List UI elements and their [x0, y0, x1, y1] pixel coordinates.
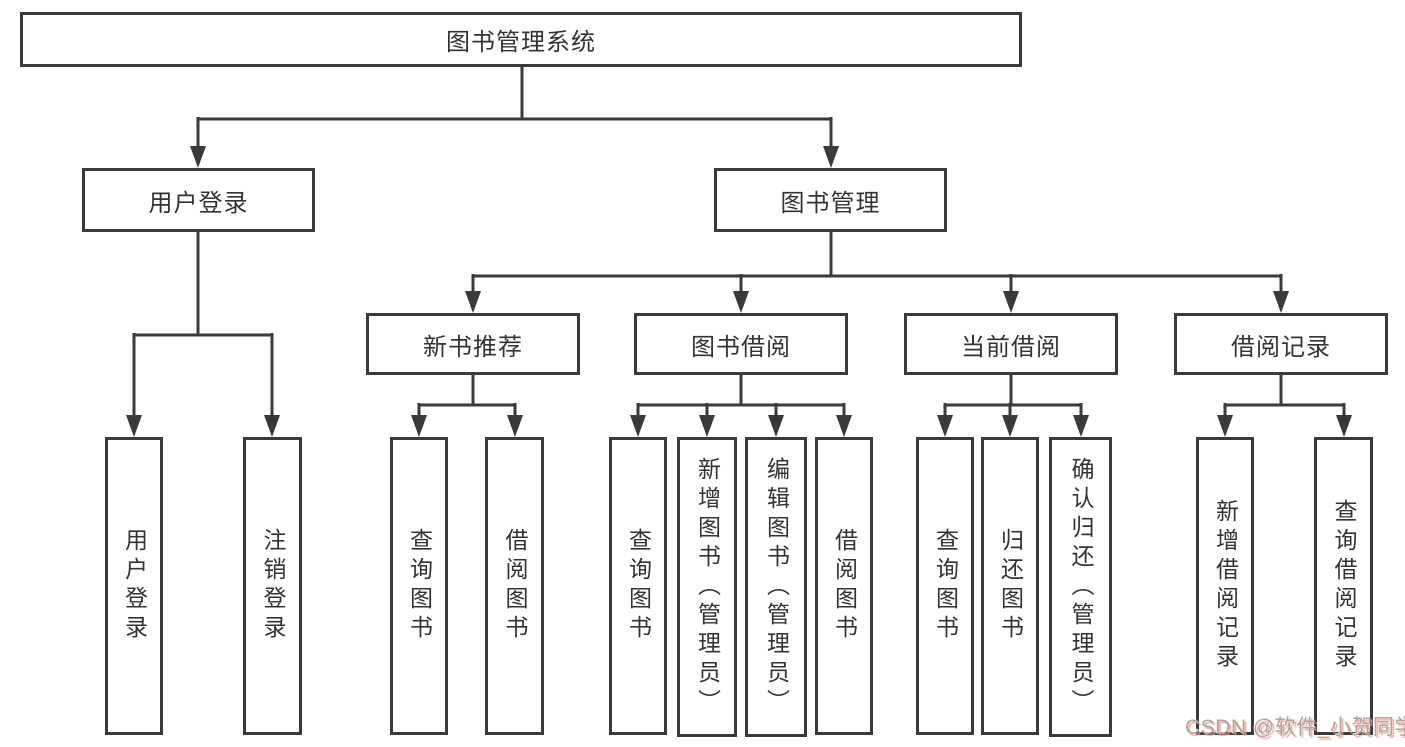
- node-label: 图书管理系统: [446, 29, 596, 56]
- connector-recommend-to-leaves: [417, 375, 517, 417]
- node-user-login: 用户登录: [82, 168, 315, 232]
- node-label: 新增借阅记录: [1212, 499, 1239, 673]
- node-label: 查询图书: [625, 528, 652, 644]
- csdn-watermark: CSDN @软件_小贺同学: [1185, 716, 1405, 739]
- arrowheads-level2: [190, 146, 839, 168]
- leaf-records-query-record: 查询借阅记录: [1314, 437, 1373, 735]
- arrowheads-login-leaves: [126, 415, 280, 437]
- connector-login-to-leaves: [132, 232, 274, 417]
- node-label: 查询图书: [406, 528, 433, 644]
- node-label: 新增图书（管理员）: [694, 456, 721, 718]
- node-label: 归还图书: [997, 528, 1024, 644]
- leaf-borrowing-add-books-admin: 新增图书（管理员）: [677, 437, 737, 737]
- connector-root-to-level2: [196, 67, 833, 148]
- leaf-records-add-record: 新增借阅记录: [1196, 437, 1254, 735]
- leaf-borrowing-borrow-books: 借阅图书: [815, 437, 873, 735]
- connector-current-to-leaves: [943, 375, 1083, 417]
- leaf-borrowing-query-books: 查询图书: [609, 437, 667, 735]
- arrowheads-borrowing-leaves: [630, 415, 852, 437]
- node-book-borrowing: 图书借阅: [634, 313, 848, 375]
- node-label: 借阅记录: [1231, 333, 1331, 361]
- leaf-user-login: 用户登录: [105, 437, 163, 735]
- node-label: 图书借阅: [691, 333, 791, 361]
- arrowheads-current-leaves: [937, 415, 1089, 437]
- connector-records-to-leaves: [1223, 375, 1346, 417]
- node-new-book-recommend: 新书推荐: [366, 313, 580, 375]
- arrowheads-level3: [465, 291, 1289, 313]
- node-current-borrowing: 当前借阅: [904, 313, 1118, 375]
- node-label: 查询借阅记录: [1331, 499, 1357, 673]
- node-label: 新书推荐: [423, 333, 523, 361]
- leaf-borrowing-edit-books-admin: 编辑图书（管理员）: [745, 437, 807, 737]
- leaf-recommend-borrow-books: 借阅图书: [485, 437, 544, 735]
- node-label: 图书管理: [780, 189, 881, 217]
- leaf-logout: 注销登录: [243, 437, 302, 735]
- connector-mgmt-to-level3: [471, 232, 1283, 293]
- node-label: 注销登录: [260, 528, 286, 644]
- leaf-current-return-books: 归还图书: [981, 437, 1039, 735]
- node-book-management: 图书管理: [714, 168, 947, 232]
- arrowheads-records-leaves: [1217, 415, 1352, 437]
- leaf-recommend-query-books: 查询图书: [390, 437, 448, 735]
- node-label: 编辑图书（管理员）: [763, 456, 790, 718]
- connector-borrowing-to-leaves: [636, 375, 846, 417]
- arrowheads-recommend-leaves: [411, 415, 523, 437]
- node-library-management-system: 图书管理系统: [20, 12, 1022, 67]
- leaf-current-query-books: 查询图书: [916, 437, 974, 735]
- node-borrowing-records: 借阅记录: [1174, 313, 1388, 375]
- node-label: 借阅图书: [831, 528, 858, 644]
- node-label: 用户登录: [148, 189, 249, 217]
- node-label: 查询图书: [932, 528, 959, 644]
- node-label: 借阅图书: [502, 528, 528, 644]
- node-label: 当前借阅: [961, 333, 1061, 361]
- node-label: 确认归还（管理员）: [1068, 456, 1094, 718]
- leaf-current-confirm-return-admin: 确认归还（管理员）: [1049, 437, 1112, 737]
- node-label: 用户登录: [121, 528, 148, 644]
